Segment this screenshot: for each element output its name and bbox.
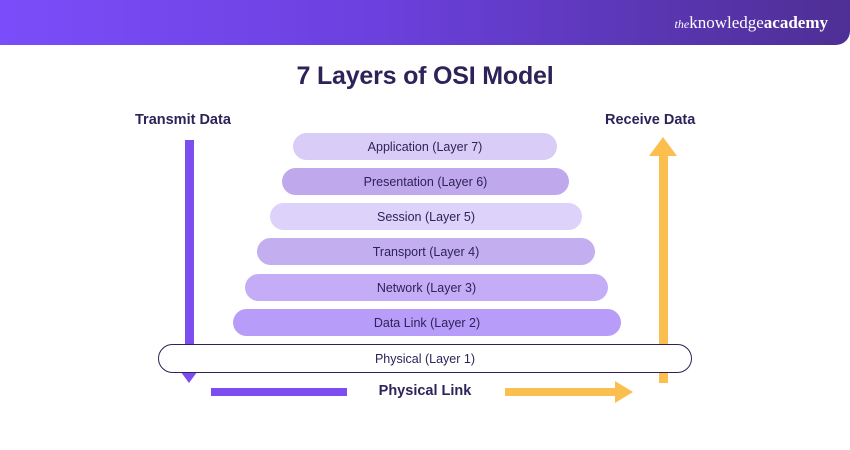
layer-row: Session (Layer 5) bbox=[270, 203, 582, 230]
layer-row: Application (Layer 7) bbox=[293, 133, 557, 160]
header-bar: theknowledgeacademy bbox=[0, 0, 850, 45]
logo-the-text: the bbox=[674, 16, 690, 31]
physical-link-purple-bar bbox=[211, 388, 347, 396]
transmit-data-label: Transmit Data bbox=[135, 112, 231, 128]
layer-label: Presentation (Layer 6) bbox=[363, 174, 488, 189]
layer-row: Transport (Layer 4) bbox=[257, 238, 595, 265]
page-title: 7 Layers of OSI Model bbox=[296, 62, 554, 90]
layer-label: Session (Layer 5) bbox=[377, 209, 475, 224]
layer-label: Data Link (Layer 2) bbox=[373, 315, 481, 330]
layer-label: Physical (Layer 1) bbox=[374, 351, 476, 366]
receive-data-label: Receive Data bbox=[605, 112, 696, 128]
layer-row: Network (Layer 3) bbox=[245, 274, 608, 301]
transmit-arrow-shaft-icon bbox=[185, 140, 194, 368]
physical-link-label: Physical Link bbox=[378, 383, 472, 399]
layer-row: Presentation (Layer 6) bbox=[282, 168, 569, 195]
receive-arrow-shaft-icon bbox=[659, 155, 668, 383]
layer-label: Network (Layer 3) bbox=[376, 280, 477, 295]
receive-arrow-head-icon bbox=[649, 137, 677, 156]
physical-link-orange-bar bbox=[505, 388, 617, 396]
physical-link-arrow-head-icon bbox=[615, 381, 633, 403]
layer-label: Application (Layer 7) bbox=[367, 139, 483, 154]
layer-label: Transport (Layer 4) bbox=[372, 244, 480, 259]
brand-logo: theknowledgeacademy bbox=[675, 13, 828, 33]
layer-row: Data Link (Layer 2) bbox=[233, 309, 621, 336]
logo-academy-text: academy bbox=[763, 12, 828, 32]
logo-knowledge-text: knowledge bbox=[689, 12, 764, 32]
layer-row-physical: Physical (Layer 1) bbox=[158, 344, 692, 373]
